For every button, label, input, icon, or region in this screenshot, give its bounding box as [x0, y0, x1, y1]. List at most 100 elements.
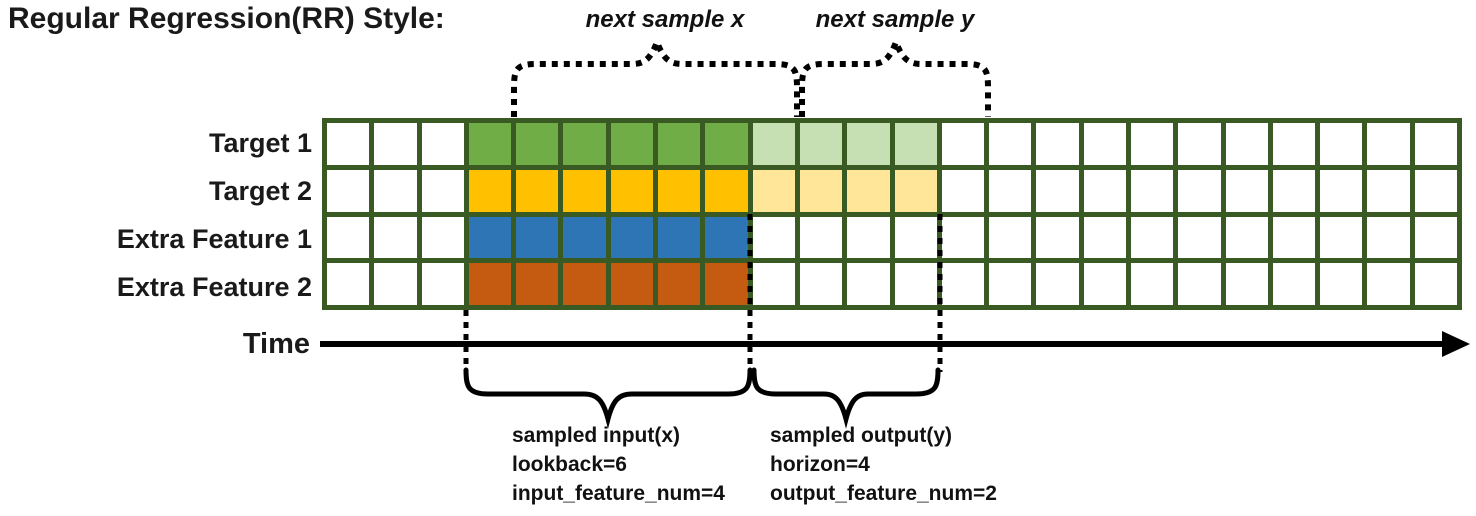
- grid-cell-r1-c12: [847, 123, 890, 165]
- grid-cell-r4-c6: [563, 263, 606, 305]
- grid-cell-r4-c13: [894, 263, 937, 305]
- row-label-extra-feature2: Extra Feature 2: [116, 272, 312, 302]
- grid-cell-r2-c18: [1130, 169, 1174, 212]
- horizon-value: horizon=4: [770, 453, 870, 476]
- output-feature-num-value: output_feature_num=2: [770, 482, 997, 505]
- grid-cell-r1-c5: [516, 123, 559, 165]
- grid-cell-r1-c8: [658, 123, 701, 165]
- grid-cell-r1-c18: [1130, 123, 1174, 165]
- grid-cell-r4-c10: [752, 263, 795, 305]
- grid-cell-r1-c22: [1320, 123, 1363, 165]
- grid-cell-r4-c4: [468, 263, 512, 305]
- grid-cell-r1-c13: [894, 123, 937, 165]
- grid-cell-r4-c18: [1130, 263, 1174, 305]
- grid-cell-r1-c9: [705, 123, 748, 165]
- grid-cell-r2-c5: [516, 169, 559, 212]
- grid-cell-r3-c13: [894, 216, 937, 259]
- row-label-target2: Target 2: [208, 176, 312, 206]
- sampled-output-title: sampled output(y): [770, 424, 952, 447]
- grid-cell-r3-c1: [327, 216, 370, 259]
- grid-cell-r3-c7: [610, 216, 654, 259]
- grid-cell-r1-c19: [1178, 123, 1221, 165]
- grid-cell-r4-c14: [941, 263, 985, 305]
- grid-cell-r4-c5: [516, 263, 559, 305]
- grid-cell-r1-c23: [1367, 123, 1410, 165]
- grid-cell-r1-c14: [941, 123, 985, 165]
- grid-cell-r1-c11: [799, 123, 843, 165]
- grid-cell-r2-c23: [1367, 169, 1410, 212]
- lookback-value: lookback=6: [512, 453, 627, 476]
- grid-cell-r3-c12: [847, 216, 890, 259]
- grid-cell-r2-c13: [894, 169, 937, 212]
- grid-cell-r4-c8: [658, 263, 701, 305]
- grid-cell-r3-c18: [1130, 216, 1174, 259]
- next-sample-x-label: next sample x: [585, 6, 745, 33]
- time-axis-arrowhead-icon: [1442, 331, 1470, 357]
- grid-cell-r3-c10: [752, 216, 795, 259]
- next-sample-y-label: next sample y: [815, 6, 975, 33]
- next-sample-y-brace-dotted: [799, 33, 991, 117]
- sampled-input-title: sampled input(x): [512, 424, 681, 447]
- grid-cell-r2-c11: [799, 169, 843, 212]
- grid-cell-r4-c23: [1367, 263, 1410, 305]
- grid-cell-r3-c8: [658, 216, 701, 259]
- grid-cell-r1-c1: [327, 123, 370, 165]
- grid-cell-r1-c21: [1272, 123, 1316, 165]
- grid-cell-r3-c20: [1225, 216, 1268, 259]
- diagram-title: Regular Regression(RR) Style:: [8, 2, 445, 35]
- grid-cell-r2-c19: [1178, 169, 1221, 212]
- grid-cell-r1-c17: [1083, 123, 1126, 165]
- grid-cell-r3-c9: [705, 216, 748, 259]
- grid-cell-r1-c24: [1414, 123, 1457, 165]
- grid-cell-r4-c1: [327, 263, 370, 305]
- grid-cell-r2-c1: [327, 169, 370, 212]
- grid-cell-r4-c12: [847, 263, 890, 305]
- grid-cell-r4-c15: [989, 263, 1032, 305]
- sampled-output-caption: sampled output(y) horizon=4 output_featu…: [770, 421, 997, 508]
- grid-cell-r3-c14: [941, 216, 985, 259]
- grid-cell-r2-c20: [1225, 169, 1268, 212]
- grid-cell-r1-c4: [468, 123, 512, 165]
- grid-cell-r1-c15: [989, 123, 1032, 165]
- grid-cell-r1-c3: [421, 123, 464, 165]
- grid-cell-r3-c23: [1367, 216, 1410, 259]
- grid-cell-r1-c7: [610, 123, 654, 165]
- grid-cell-r2-c4: [468, 169, 512, 212]
- time-axis-label: Time: [242, 328, 310, 360]
- grid-cell-r3-c22: [1320, 216, 1363, 259]
- grid-cell-r4-c19: [1178, 263, 1221, 305]
- row-label-extra-feature1: Extra Feature 1: [116, 224, 312, 254]
- grid-cell-r3-c24: [1414, 216, 1457, 259]
- input-feature-num-value: input_feature_num=4: [512, 482, 725, 505]
- grid-cell-r2-c21: [1272, 169, 1316, 212]
- grid-cell-r4-c9: [705, 263, 748, 305]
- grid-cell-r2-c17: [1083, 169, 1126, 212]
- grid-cell-r1-c20: [1225, 123, 1268, 165]
- grid-cell-r3-c5: [516, 216, 559, 259]
- grid-cell-r2-c7: [610, 169, 654, 212]
- grid-cell-r4-c16: [1036, 263, 1079, 305]
- sampled-input-caption: sampled input(x) lookback=6 input_featur…: [512, 421, 725, 508]
- grid-cell-r4-c22: [1320, 263, 1363, 305]
- grid-cell-r1-c6: [563, 123, 606, 165]
- grid-cell-r2-c6: [563, 169, 606, 212]
- grid-cell-r2-c24: [1414, 169, 1457, 212]
- grid-cell-r1-c10: [752, 123, 795, 165]
- grid-cell-r4-c17: [1083, 263, 1126, 305]
- next-sample-x-brace-dotted: [511, 33, 800, 117]
- grid-cell-r3-c15: [989, 216, 1032, 259]
- grid-cell-r4-c2: [374, 263, 417, 305]
- grid-cell-r4-c20: [1225, 263, 1268, 305]
- grid-cell-r4-c21: [1272, 263, 1316, 305]
- grid-cell-r3-c3: [421, 216, 464, 259]
- grid-cell-r2-c15: [989, 169, 1032, 212]
- grid-cell-r2-c14: [941, 169, 985, 212]
- grid-cell-r3-c2: [374, 216, 417, 259]
- grid-cell-r2-c16: [1036, 169, 1079, 212]
- grid-cell-r2-c10: [752, 169, 795, 212]
- grid-cell-r3-c21: [1272, 216, 1316, 259]
- row-label-target1: Target 1: [208, 128, 312, 158]
- grid-cell-r4-c24: [1414, 263, 1457, 305]
- grid-cell-r2-c12: [847, 169, 890, 212]
